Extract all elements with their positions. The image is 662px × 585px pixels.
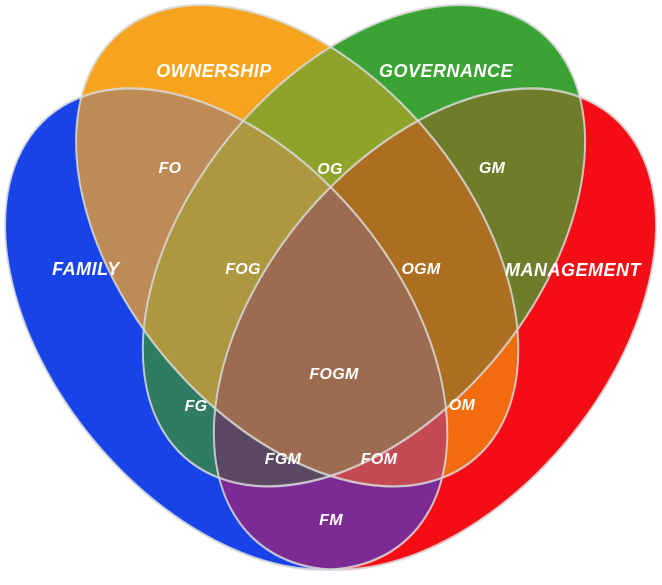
label-layer: FAMILY OWNERSHIP GOVERNANCE MANAGEMENT F… — [52, 61, 642, 529]
region-fog-label: FOG — [225, 261, 261, 278]
region-fogm-label: FOGM — [309, 366, 359, 383]
set-governance-label: GOVERNANCE — [379, 61, 514, 81]
set-family-label: FAMILY — [52, 259, 121, 279]
region-gm-label: GM — [479, 160, 506, 177]
set-ownership-label: OWNERSHIP — [156, 61, 272, 81]
set-ownership-outline — [75, 3, 520, 488]
region-fo-label: FO — [159, 160, 182, 177]
region-fgm-label: FGM — [265, 451, 302, 468]
region-fm-label: FM — [319, 512, 343, 529]
region-fom-label: FOM — [361, 451, 398, 468]
region-om-label: OM — [449, 397, 476, 414]
region-fg-label: FG — [185, 398, 208, 415]
set-family-outline — [4, 87, 449, 571]
set-governance-outline — [141, 3, 587, 488]
set-management-label: MANAGEMENT — [505, 260, 642, 280]
region-ogm-label: OGM — [401, 261, 440, 278]
region-og-label: OG — [317, 161, 343, 178]
